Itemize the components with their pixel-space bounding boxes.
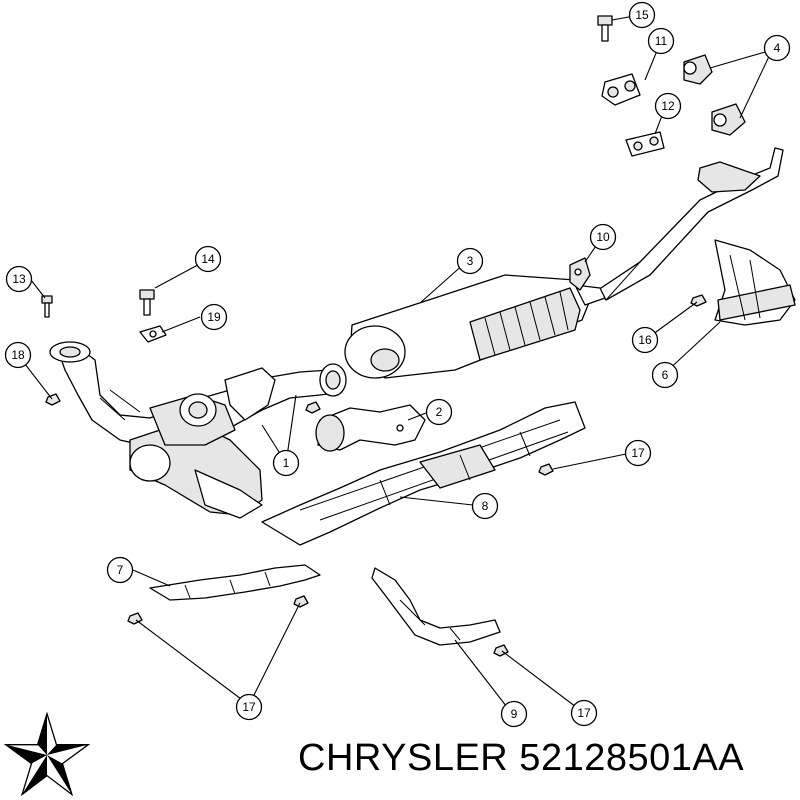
svg-text:11: 11 [655,34,668,48]
svg-text:13: 13 [12,272,26,286]
callout-8: 8 [471,492,499,520]
bolt-13 [41,295,53,318]
svg-text:12: 12 [661,99,675,113]
bolt-15 [597,15,613,42]
svg-text:7: 7 [117,563,124,577]
heat-shield-left [149,564,321,601]
callout-4: 4 [763,34,791,62]
isolator-11 [601,73,641,106]
bolt-14 [139,289,155,316]
callout-7: 7 [106,556,134,584]
callout-17-left: 17 [235,693,263,721]
callout-16: 16 [631,326,659,354]
callout-12: 12 [654,92,682,120]
svg-text:1: 1 [283,456,290,470]
svg-text:19: 19 [207,310,221,324]
hanger-bracket [569,257,591,291]
heat-shield-underbody [261,401,586,546]
nut-17-right [538,463,554,476]
nut-18 [45,393,61,406]
callout-17-lower: 17 [570,699,598,727]
svg-text:18: 18 [11,348,25,362]
svg-text:17: 17 [242,700,256,714]
nut-17-mid [293,595,309,608]
callout-11: 11 [647,27,675,55]
svg-text:10: 10 [596,230,610,244]
svg-text:17: 17 [631,446,645,460]
isolator-12 [625,131,665,157]
svg-text:16: 16 [638,333,652,347]
callout-2: 2 [425,398,453,426]
callout-18: 18 [4,341,32,369]
svg-text:8: 8 [482,499,489,513]
svg-text:3: 3 [467,254,474,268]
brand-part-number: CHRYSLER 52128501AA [298,737,745,779]
heat-shield-rear [714,239,796,326]
callout-19: 19 [200,303,228,331]
callout-10: 10 [589,223,617,251]
svg-text:14: 14 [201,252,215,266]
callout-6: 6 [651,361,679,389]
svg-text:9: 9 [511,707,518,721]
heat-shield-small [315,404,426,452]
isolator-4-upper [683,54,713,85]
callout-9: 9 [500,700,528,728]
catalytic-converter-assembly [49,341,347,519]
tail-pipe [597,147,784,301]
callout-13: 13 [5,265,33,293]
svg-text:6: 6 [662,368,669,382]
callout-17-right: 17 [624,439,652,467]
callout-14: 14 [194,245,222,273]
muffler-resonator [344,274,606,379]
svg-text:2: 2 [436,405,443,419]
svg-text:17: 17 [577,706,591,720]
nut-flange [305,401,321,414]
chrysler-pentastar-logo-icon [4,712,90,797]
callout-15: 15 [628,1,656,29]
svg-text:4: 4 [774,41,781,55]
heat-shield-lower [371,567,501,646]
isolator-4-lower [711,103,746,136]
svg-text:15: 15 [635,8,649,22]
callout-1: 1 [272,449,300,477]
gasket-19 [139,325,167,343]
callout-3: 3 [456,247,484,275]
